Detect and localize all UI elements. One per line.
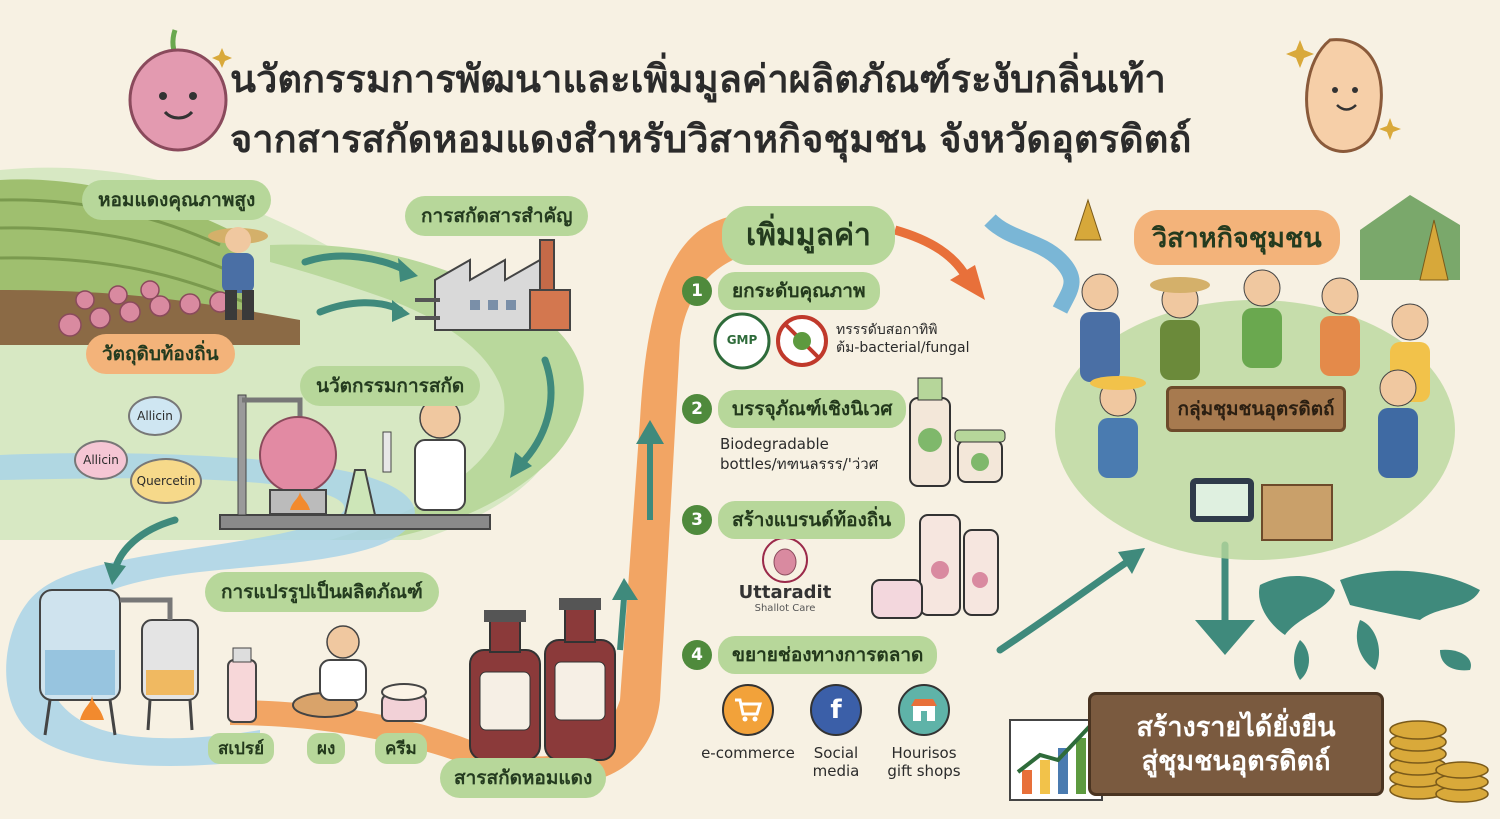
step-3-number: 3 xyxy=(682,505,712,535)
farmer-figure xyxy=(208,227,268,320)
label-extraction: การสกัดสารสำคัญ xyxy=(405,196,589,236)
value-add-title: เพิ่มมูลค่า xyxy=(722,206,895,265)
compound-quercetin: Quercetin xyxy=(130,458,202,504)
stupa-icon xyxy=(1419,219,1449,281)
label-processing: การแปรรูปเป็นผลิตภัณฑ์ xyxy=(205,572,439,612)
income-line-2: สู่ชุมชนอุตรดิตถ์ xyxy=(1141,746,1331,777)
compound-allicin-1: Allicin xyxy=(128,396,182,436)
distillation-equipment xyxy=(39,589,199,736)
temple-icon xyxy=(1074,198,1102,241)
label-shallot-extract: สารสกัดหอมแดง xyxy=(440,758,607,798)
orange-flow xyxy=(230,213,785,786)
cart-icon xyxy=(722,684,774,736)
step-2-number: 2 xyxy=(682,394,712,424)
product-spray-label: สเปรย์ xyxy=(208,733,275,764)
market-giftshop-label: Hourisos gift shops xyxy=(887,744,961,780)
quality-text-1: ทรรรดับสอกาทิพิ xyxy=(836,322,938,338)
shallot-mascot xyxy=(128,29,228,152)
quality-text-2: ต้ม-bacterial/fungal xyxy=(836,340,970,356)
brand-products xyxy=(871,514,999,619)
community-title: วิสาหกิจชุมชน xyxy=(1134,210,1340,265)
step-2-label: บรรจุภัณฑ์เชิงนิเวศ xyxy=(718,390,907,428)
market-social-label: Social media xyxy=(812,744,860,780)
community-group-sign: กลุ่มชุมชนอุตรดิตถ์ xyxy=(1166,386,1346,432)
eco-text-1: Biodegradable xyxy=(720,435,829,453)
coin-stacks xyxy=(1389,720,1489,803)
label-local-raw-material: วัตถุดิบท้องถิ่น xyxy=(86,334,235,374)
label-high-quality-shallot: หอมแดงคุณภาพสูง xyxy=(82,180,272,220)
factory-illustration xyxy=(415,239,571,331)
world-map xyxy=(1259,570,1480,680)
step-1-number: 1 xyxy=(682,276,712,306)
growth-chart-bars xyxy=(1016,724,1092,794)
income-box: สร้างรายได้ยั่งยืน สู่ชุมชนอุตรดิตถ์ xyxy=(1088,692,1384,796)
brand-name: Uttaradit xyxy=(738,582,832,603)
product-powder-label: ผง xyxy=(307,733,346,764)
step-4-label: ขยายช่องทางการตลาด xyxy=(718,636,938,674)
step-1-label: ยกระดับคุณภาพ xyxy=(718,272,880,310)
extract-bottles xyxy=(469,598,616,761)
eco-text-2: bottles/ทฑนลรรร/'ว่วศ xyxy=(720,455,879,473)
community-people xyxy=(1080,269,1430,478)
facebook-icon: f xyxy=(810,684,862,736)
brand-logo-shallot xyxy=(773,548,797,576)
orange-band-up-arrows xyxy=(617,440,653,651)
step-4: 4 ขยายช่องทางการตลาด xyxy=(682,636,938,674)
gmp-badge-text: GMP xyxy=(726,333,758,347)
blue-flow xyxy=(0,453,415,766)
shallots-field xyxy=(58,280,231,337)
eco-packaging xyxy=(909,377,1006,487)
sparkle-icons xyxy=(212,40,1401,140)
lab-bench-illustration xyxy=(219,394,491,530)
income-line-1: สร้างรายได้ยั่งยืน xyxy=(1136,712,1336,743)
step-2: 2 บรรจุภัณฑ์เชิงนิเวศ xyxy=(682,390,907,428)
product-items xyxy=(227,625,427,723)
step-3: 3 สร้างแบรนด์ท้องถิ่น xyxy=(682,501,906,539)
brand-subtitle: Shallot Care xyxy=(754,603,816,614)
orange-arrow-head xyxy=(950,265,985,300)
step-1: 1 ยกระดับคุณภาพ xyxy=(682,272,880,310)
arrow-heads-teal xyxy=(104,258,1255,655)
label-innovation: นวัตกรรมการสกัด xyxy=(300,366,481,406)
river xyxy=(984,214,1080,314)
product-cream-label: ครีม xyxy=(375,733,427,764)
shop-icon xyxy=(898,684,950,736)
step-3-label: สร้างแบรนด์ท้องถิ่น xyxy=(718,501,906,539)
title-line-2: จากสารสกัดหอมแดงสำหรับวิสาหกิจชุมชน จังห… xyxy=(230,117,1192,161)
compound-allicin-2: Allicin xyxy=(74,440,128,480)
foot-mascot xyxy=(1305,38,1383,153)
product-box xyxy=(1261,484,1333,541)
market-ecommerce-label: e-commerce xyxy=(701,744,795,762)
orange-arrow xyxy=(893,225,972,283)
title-line-1: นวัตกรรมการพัฒนาและเพิ่มมูลค่าผลิตภัณฑ์ร… xyxy=(230,57,1166,101)
gmp-badge-ring xyxy=(713,312,771,370)
step-4-number: 4 xyxy=(682,640,712,670)
